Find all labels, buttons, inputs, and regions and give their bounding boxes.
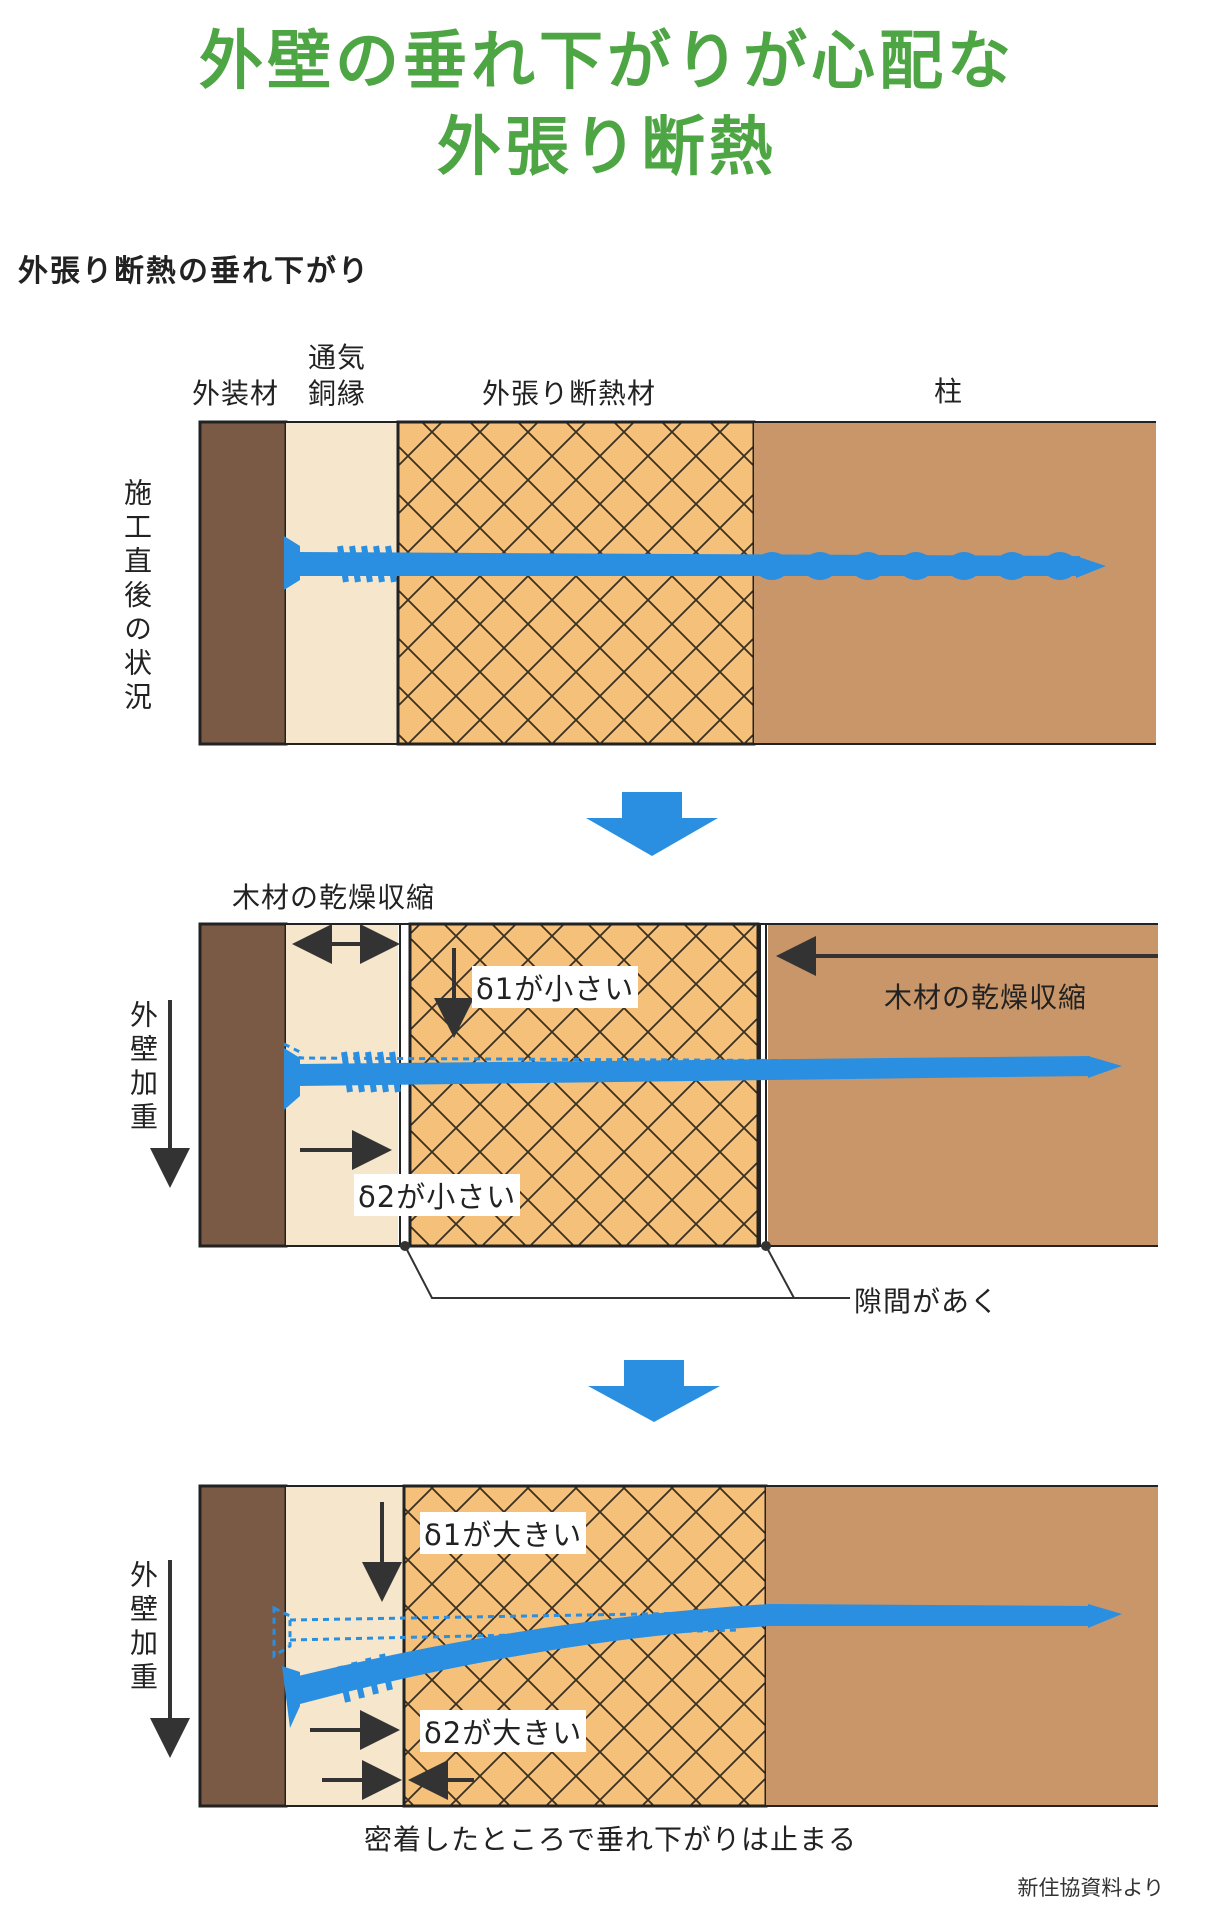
- label-cladding: 外装材: [192, 377, 280, 410]
- p1-side-label: 施工直後の状況: [120, 478, 153, 716]
- label-vent-batten-2: 銅縁: [308, 377, 367, 410]
- panel-1: [198, 420, 1156, 746]
- p2-delta1: δ1が小さい: [472, 966, 639, 1008]
- source-credit: 新住協資料より: [1017, 1876, 1164, 1900]
- arrow-down-2: [588, 1360, 720, 1422]
- p3-delta2: δ2が大きい: [420, 1710, 587, 1752]
- label-insulation: 外張り断熱材: [482, 377, 657, 410]
- label-vent-batten-1: 通気: [308, 341, 367, 374]
- p1-batten: [286, 422, 398, 744]
- subtitle: 外張り断熱の垂れ下がり: [18, 254, 370, 289]
- p2-side-label: 外壁加重: [126, 1000, 159, 1136]
- p1-post: [754, 422, 1156, 744]
- p1-insulation: [396, 420, 756, 746]
- panel-3: [150, 1484, 1158, 1808]
- arrow-down-1: [586, 792, 718, 856]
- p1-cladding: [198, 420, 288, 746]
- p2-right-label: 木材の乾燥収縮: [884, 981, 1088, 1014]
- p2-delta2: δ2が小さい: [354, 1174, 521, 1216]
- title-line-2: 外張り断熱: [437, 111, 777, 185]
- p3-bottom-label: 密着したところで垂れ下がりは止まる: [364, 1823, 858, 1856]
- title-line-1: 外壁の垂れ下がりが心配な: [199, 25, 1015, 99]
- p2-gap-label: 隙間があく: [854, 1285, 1000, 1318]
- p3-delta1: δ1が大きい: [420, 1512, 587, 1554]
- label-post: 柱: [934, 375, 964, 408]
- p3-side-label: 外壁加重: [126, 1560, 159, 1696]
- p1-screw: [284, 536, 1106, 590]
- p2-top-label: 木材の乾燥収縮: [232, 881, 436, 914]
